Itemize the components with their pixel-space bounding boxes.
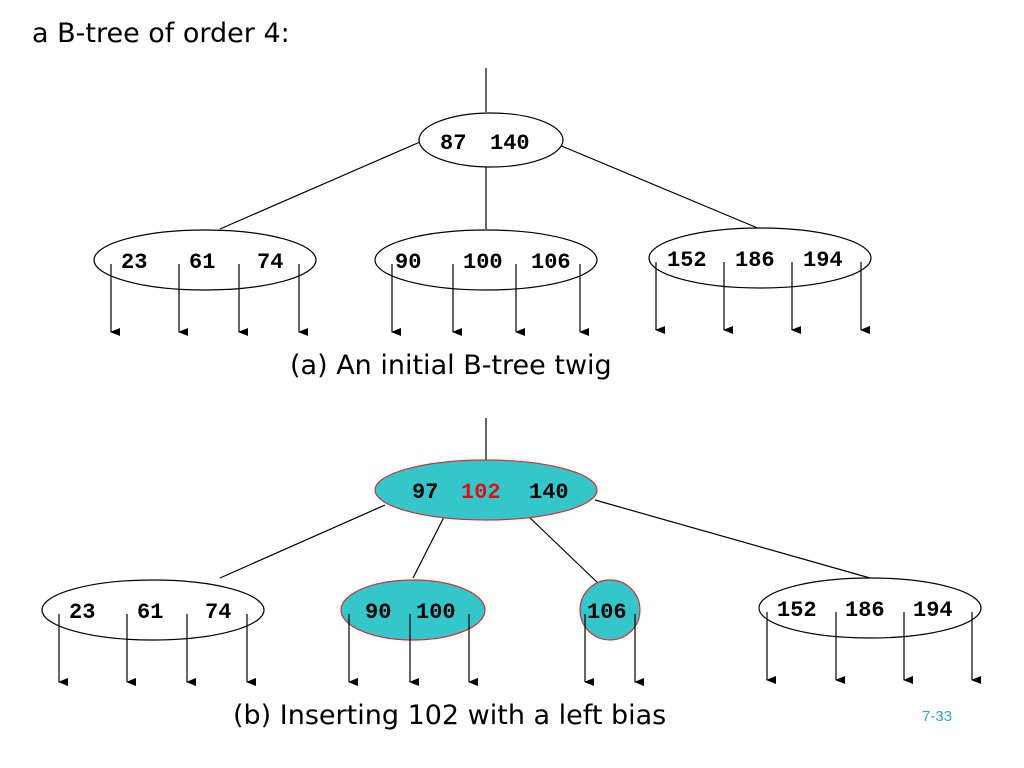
caption-a: (a) An initial B-tree twig <box>290 350 612 381</box>
key-b-root-1: 97 <box>412 480 438 505</box>
key-b-leaf1-3: 74 <box>205 600 231 625</box>
key-b-leaf4-3: 194 <box>913 598 953 623</box>
key-a-leaf1-2: 61 <box>189 250 215 275</box>
edge-b-root-leaf4 <box>594 499 871 579</box>
node-b-leaf3 <box>579 579 641 641</box>
tree-b: 97 102 140 23 61 74 90 100 106 152 186 1… <box>41 418 982 686</box>
edge-a-root-leaf3 <box>551 141 761 230</box>
key-b-leaf3-1: 106 <box>587 600 627 625</box>
key-a-leaf3-3: 194 <box>803 248 843 273</box>
key-b-leaf2-2: 100 <box>416 600 456 625</box>
node-a-leaf2 <box>374 229 598 291</box>
key-b-leaf4-2: 186 <box>845 598 885 623</box>
key-b-leaf1-2: 61 <box>137 600 163 625</box>
node-a-root <box>418 112 564 168</box>
edge-b-root-leaf1 <box>219 504 386 579</box>
key-b-leaf2-1: 90 <box>365 600 391 625</box>
key-a-leaf2-3: 106 <box>531 250 571 275</box>
node-a-leaf3 <box>648 227 872 289</box>
key-a-leaf2-1: 90 <box>395 250 421 275</box>
page-number: 7-33 <box>922 708 953 725</box>
key-a-leaf3-2: 186 <box>735 248 775 273</box>
key-a-root-2: 140 <box>490 131 530 156</box>
key-b-leaf1-1: 23 <box>69 600 95 625</box>
edge-b-root-leaf2 <box>412 514 446 579</box>
node-b-leaf4 <box>758 577 982 639</box>
node-b-leaf1 <box>41 579 265 641</box>
slide-title: a B-tree of order 4: <box>32 18 290 49</box>
tree-a: 87 140 23 61 74 90 100 106 152 186 194 <box>93 68 872 336</box>
key-b-leaf4-1: 152 <box>777 598 817 623</box>
key-a-leaf1-1: 23 <box>121 250 147 275</box>
node-b-root <box>374 459 598 521</box>
edge-b-root-leaf3 <box>526 514 601 586</box>
edge-a-root-leaf1 <box>219 141 421 230</box>
key-a-leaf2-2: 100 <box>463 250 503 275</box>
key-a-root-1: 87 <box>440 131 466 156</box>
key-b-root-inserted: 102 <box>461 480 501 505</box>
key-a-leaf3-1: 152 <box>667 248 707 273</box>
node-b-leaf2 <box>340 579 486 641</box>
key-b-root-3: 140 <box>529 480 569 505</box>
key-a-leaf1-3: 74 <box>257 250 283 275</box>
node-a-leaf1 <box>93 229 317 291</box>
caption-b: (b) Inserting 102 with a left bias <box>233 700 667 731</box>
